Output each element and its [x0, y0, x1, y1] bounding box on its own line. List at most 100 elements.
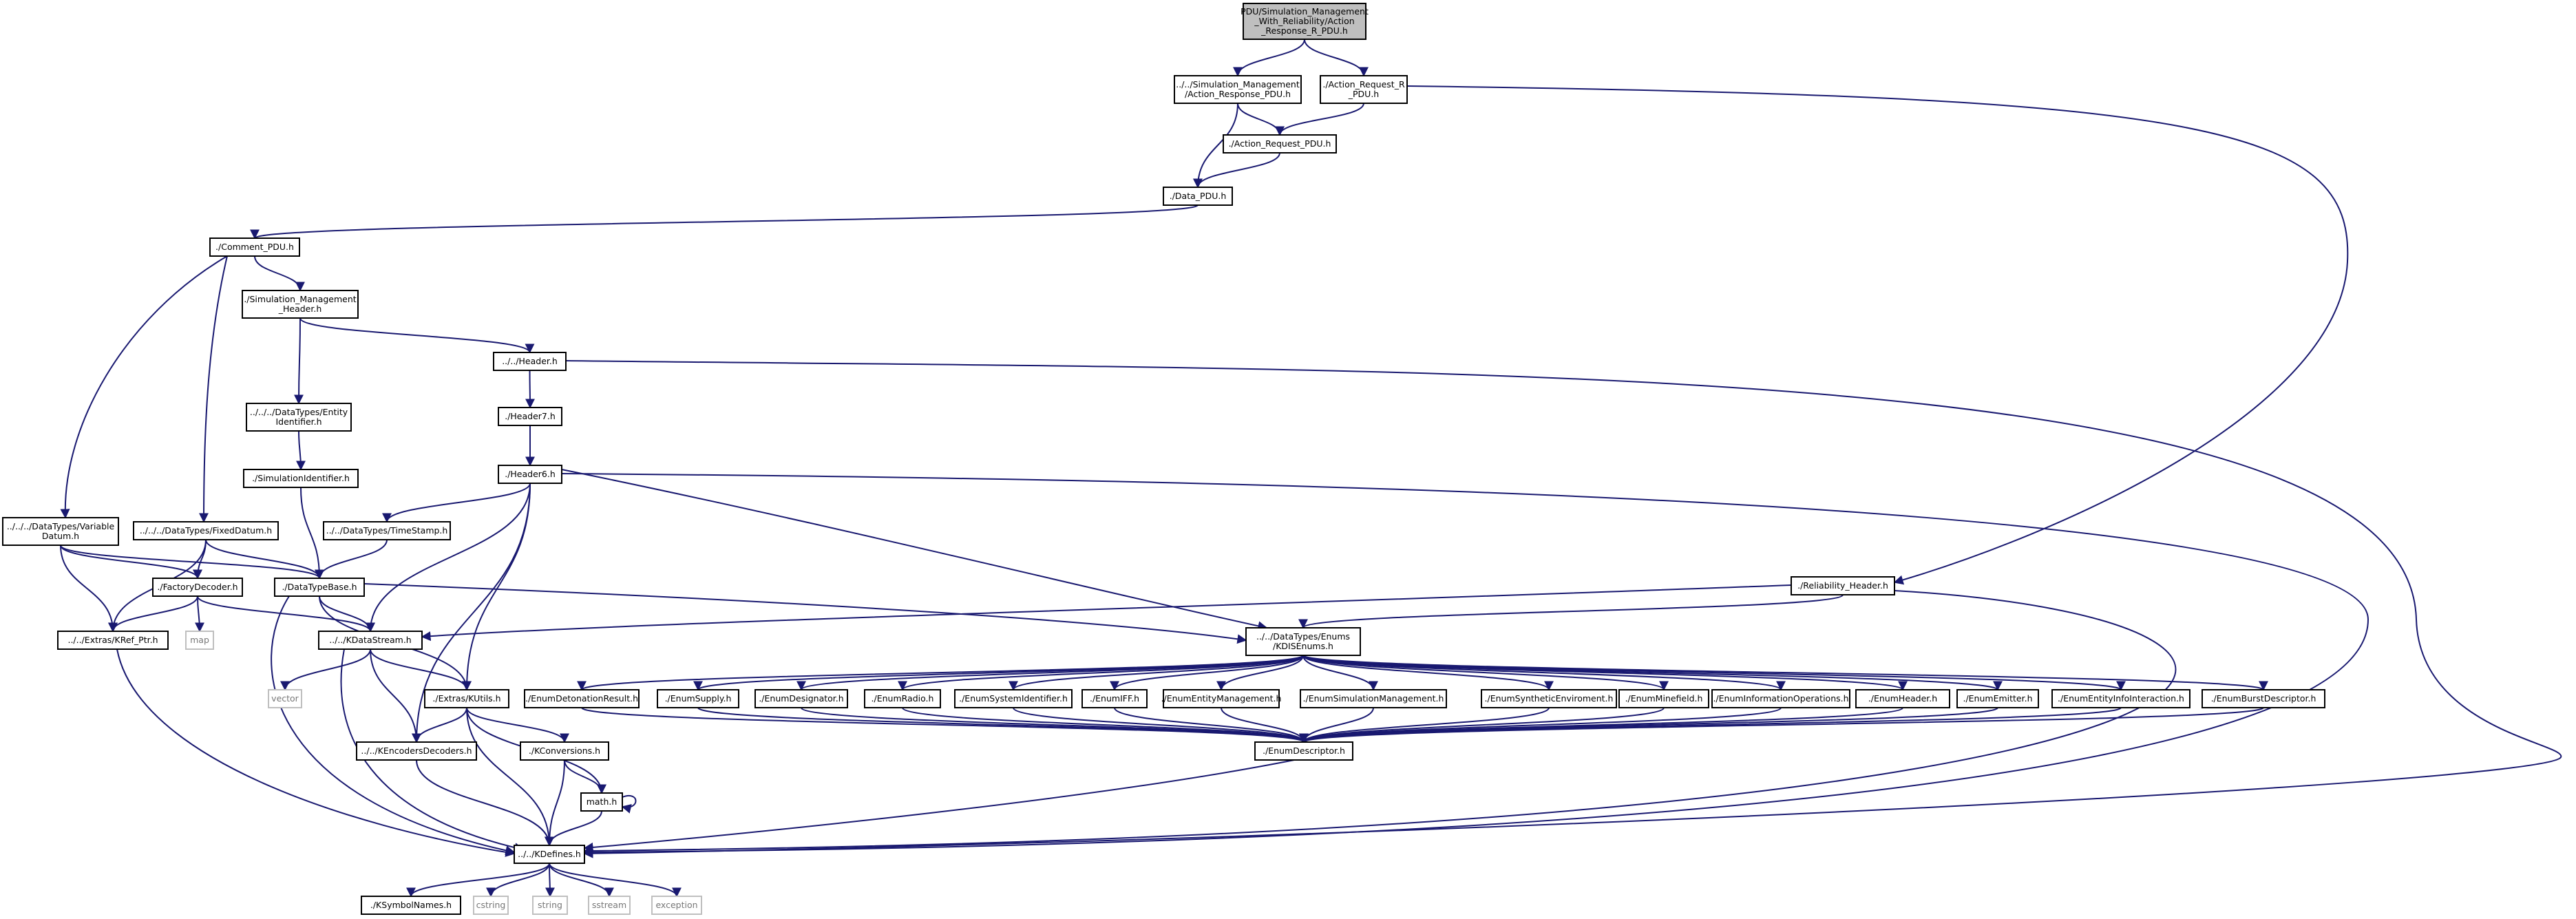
node-box — [580, 792, 623, 812]
node-label: ./EnumDetonationResult.h — [525, 693, 638, 704]
node-e_bur[interactable]: ./EnumBurstDescriptor.h — [2202, 689, 2325, 708]
edge-e_syn-to-edesc — [1299, 707, 1550, 743]
node-box — [1081, 689, 1148, 708]
node-box — [57, 631, 169, 650]
node-sstream: sstream — [588, 896, 631, 915]
node-math[interactable]: math.h — [580, 792, 623, 812]
node-dstream[interactable]: ../../KDataStream.h — [318, 631, 423, 650]
node-box — [209, 237, 300, 257]
node-e_det[interactable]: ./EnumDetonationResult.h — [524, 689, 640, 708]
edge-e_det-to-edesc — [581, 707, 1309, 743]
node-label: ./DataTypeBase.h — [282, 582, 357, 592]
node-relhdr[interactable]: ./Reliability_Header.h — [1791, 576, 1895, 595]
node-label: ./EnumEntityInfoInteraction.h — [2058, 693, 2184, 704]
node-conv[interactable]: ./KConversions.h — [520, 741, 609, 761]
node-fdat[interactable]: ../../../DataTypes/FixedDatum.h — [133, 521, 279, 540]
node-encdec[interactable]: ../../KEncodersDecoders.h — [356, 741, 477, 761]
edge-smh-to-header — [299, 317, 535, 354]
node-e_inf[interactable]: ./EnumInformationOperations.h — [1711, 689, 1850, 708]
node-root[interactable]: PDU/Simulation_Management_With_Reliabili… — [1241, 3, 1369, 40]
node-label: ./EnumDescriptor.h — [1263, 746, 1345, 756]
node-e_rad[interactable]: ./EnumRadio.h — [864, 689, 941, 708]
node-box — [514, 845, 585, 864]
edge-dtbase-to-dstream — [319, 595, 375, 633]
node-h7[interactable]: ./Header7.h — [498, 407, 562, 426]
node-dtbase[interactable]: ./DataTypeBase.h — [274, 578, 365, 597]
node-label: Identifier.h — [275, 416, 321, 427]
node-box — [1481, 689, 1617, 708]
node-kdef[interactable]: ../../KDefines.h — [514, 845, 585, 864]
node-label: ./Header6.h — [505, 469, 556, 479]
edge-vdat-to-factory — [60, 545, 202, 580]
edge-areq-to-data — [1193, 152, 1280, 189]
node-e_emi[interactable]: ./EnumEmitter.h — [1956, 689, 2039, 708]
node-ksym[interactable]: ./KSymbolNames.h — [361, 896, 461, 915]
edge-comment-to-fdat — [199, 255, 228, 523]
node-label: ../../KEncodersDecoders.h — [361, 746, 472, 756]
node-simid[interactable]: ./SimulationIdentifier.h — [243, 469, 359, 488]
node-box — [520, 741, 609, 761]
node-box — [532, 896, 568, 915]
node-tstamp[interactable]: ../../DataTypes/TimeStamp.h — [323, 521, 451, 540]
node-label: _Header.h — [278, 304, 322, 314]
edge-disenums-to-e_sim — [1302, 655, 1378, 691]
node-box — [1243, 3, 1366, 40]
node-label: ./EnumEmitter.h — [1963, 693, 2032, 704]
edge-kutils-to-encdec — [412, 707, 467, 743]
node-arrpdu[interactable]: ./Action_Request_R_PDU.h — [1320, 75, 1408, 104]
node-label: ./Action_Request_PDU.h — [1229, 138, 1331, 149]
node-factory[interactable]: ./FactoryDecoder.h — [152, 578, 243, 597]
node-vector: vector — [268, 689, 302, 708]
node-e_min[interactable]: ./EnumMinefield.h — [1618, 689, 1709, 708]
edge-smh-to-entity — [294, 317, 304, 405]
node-box — [243, 469, 359, 488]
node-label: ../../DataTypes/TimeStamp.h — [326, 525, 448, 536]
edge-conv-to-math — [564, 759, 606, 794]
node-e_ent[interactable]: ./EnumEntityManagement.h — [1161, 689, 1282, 708]
node-label: ./Reliability_Header.h — [1797, 580, 1888, 591]
node-box — [588, 896, 631, 915]
node-label: ../../../DataTypes/Variable — [7, 521, 115, 531]
node-box — [1245, 627, 1361, 656]
node-comment[interactable]: ./Comment_PDU.h — [209, 237, 300, 257]
node-box — [2051, 689, 2190, 708]
node-label: ./EnumDesignator.h — [759, 693, 843, 704]
node-smh[interactable]: ./Simulation_Management_Header.h — [242, 290, 359, 319]
node-label: ./Comment_PDU.h — [215, 242, 294, 252]
edge-h6-to-kdef — [561, 473, 2369, 857]
edge-factory-to-map — [194, 595, 204, 633]
node-refptr[interactable]: ../../Extras/KRef_Ptr.h — [57, 631, 169, 650]
node-box — [318, 631, 423, 650]
node-label: ./EnumBurstDescriptor.h — [2211, 693, 2316, 704]
node-box — [152, 578, 243, 597]
node-e_des[interactable]: ./EnumDesignator.h — [754, 689, 848, 708]
edge-relhdr-to-dstream — [421, 584, 1792, 642]
node-data[interactable]: ./Data_PDU.h — [1163, 187, 1233, 206]
node-edesc[interactable]: ./EnumDescriptor.h — [1254, 741, 1353, 761]
node-h6[interactable]: ./Header6.h — [498, 465, 562, 484]
edge-simid-to-dtbase — [300, 487, 324, 580]
node-header[interactable]: ../../Header.h — [493, 352, 567, 371]
node-e_sup[interactable]: ./EnumSupply.h — [657, 689, 739, 708]
node-label: ./EnumIFF.h — [1090, 693, 1139, 704]
node-kutils[interactable]: ./Extras/KUtils.h — [424, 689, 509, 708]
edge-h6-to-dstream — [366, 483, 531, 633]
node-e_sys[interactable]: ./EnumSystemIdentifier.h — [954, 689, 1073, 708]
node-box — [323, 521, 451, 540]
node-box — [954, 689, 1073, 708]
node-e_hdr[interactable]: ./EnumHeader.h — [1855, 689, 1950, 708]
node-label: ./EnumSimulationManagement.h — [1303, 693, 1444, 704]
node-e_eii[interactable]: ./EnumEntityInfoInteraction.h — [2051, 689, 2190, 708]
edge-root-to-arrpdu — [1304, 39, 1369, 77]
node-e_sim[interactable]: ./EnumSimulationManagement.h — [1300, 689, 1447, 708]
node-e_iff[interactable]: ./EnumIFF.h — [1081, 689, 1148, 708]
node-arpdu[interactable]: ../../Simulation_Management/Action_Respo… — [1174, 75, 1302, 104]
edge-arrpdu-to-relhdr — [1406, 85, 2349, 585]
node-label: ./EnumInformationOperations.h — [1713, 693, 1848, 704]
node-areq[interactable]: ./Action_Request_PDU.h — [1223, 134, 1337, 154]
node-disenums[interactable]: ../../DataTypes/Enums/KDISEnums.h — [1245, 627, 1361, 656]
node-e_syn[interactable]: ./EnumSyntheticEnviroment.h — [1481, 689, 1617, 708]
